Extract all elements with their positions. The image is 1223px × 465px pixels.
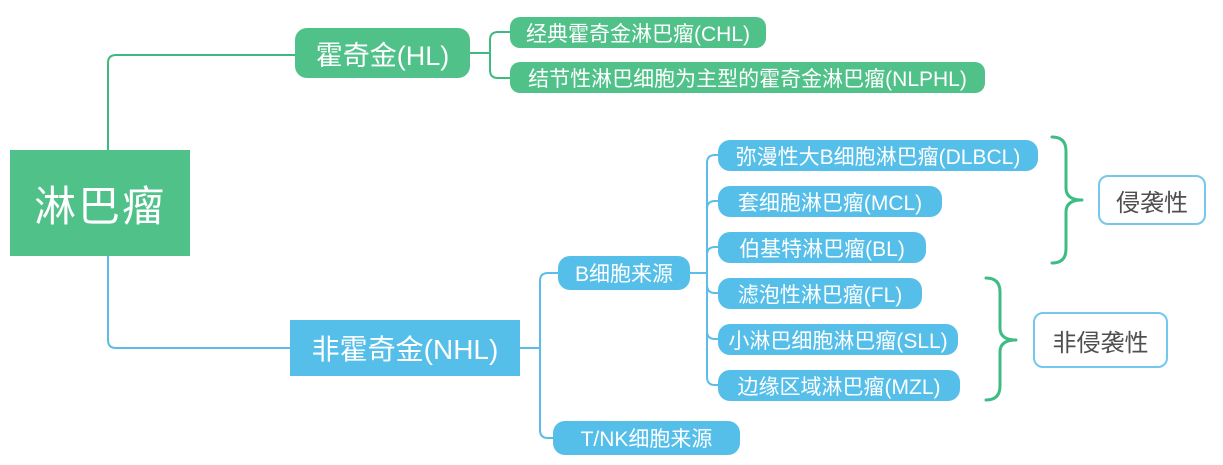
- node-non-hodgkin-nhl[interactable]: 非霍奇金(NHL): [290, 320, 520, 376]
- node-t-nk-origin[interactable]: T/NK细胞来源: [553, 421, 740, 455]
- connector-nhl-to-bcell: [539, 272, 559, 349]
- connector-to-bl: [706, 246, 719, 256]
- label-non-aggressive[interactable]: 非侵袭性: [1033, 312, 1168, 368]
- connector-to-mzl: [706, 376, 719, 386]
- connector-to-dlbcl: [706, 154, 719, 164]
- node-b-cell-origin[interactable]: B细胞来源: [558, 256, 690, 290]
- node-bl[interactable]: 伯基特淋巴瘤(BL): [718, 232, 926, 263]
- connector-to-sll: [706, 330, 719, 340]
- node-lymphoma-root[interactable]: 淋巴瘤: [10, 150, 190, 256]
- connector-to-fl: [706, 284, 719, 294]
- label-aggressive[interactable]: 侵袭性: [1098, 175, 1206, 225]
- node-hodgkin-hl[interactable]: 霍奇金(HL): [295, 28, 470, 78]
- node-sll[interactable]: 小淋巴细胞淋巴瘤(SLL): [718, 324, 958, 355]
- brace-non-aggressive: [984, 276, 1018, 402]
- connector-nhl-to-tnk: [539, 347, 556, 439]
- node-dlbcl[interactable]: 弥漫性大B细胞淋巴瘤(DLBCL): [718, 140, 1038, 171]
- connector-hl-to-chl: [489, 31, 511, 54]
- connector-root-to-hl: [107, 54, 296, 152]
- connector-hl-to-nlphl: [489, 52, 511, 79]
- node-nlphl[interactable]: 结节性淋巴细胞为主型的霍奇金淋巴瘤(NLPHL): [510, 62, 985, 93]
- node-mcl[interactable]: 套细胞淋巴瘤(MCL): [718, 186, 942, 217]
- brace-aggressive: [1050, 135, 1084, 265]
- connector-to-mcl: [706, 200, 719, 210]
- node-chl[interactable]: 经典霍奇金淋巴瘤(CHL): [510, 17, 766, 48]
- node-mzl[interactable]: 边缘区域淋巴瘤(MZL): [718, 370, 960, 401]
- connector-root-to-nhl: [107, 255, 291, 349]
- node-fl[interactable]: 滤泡性淋巴瘤(FL): [718, 278, 922, 309]
